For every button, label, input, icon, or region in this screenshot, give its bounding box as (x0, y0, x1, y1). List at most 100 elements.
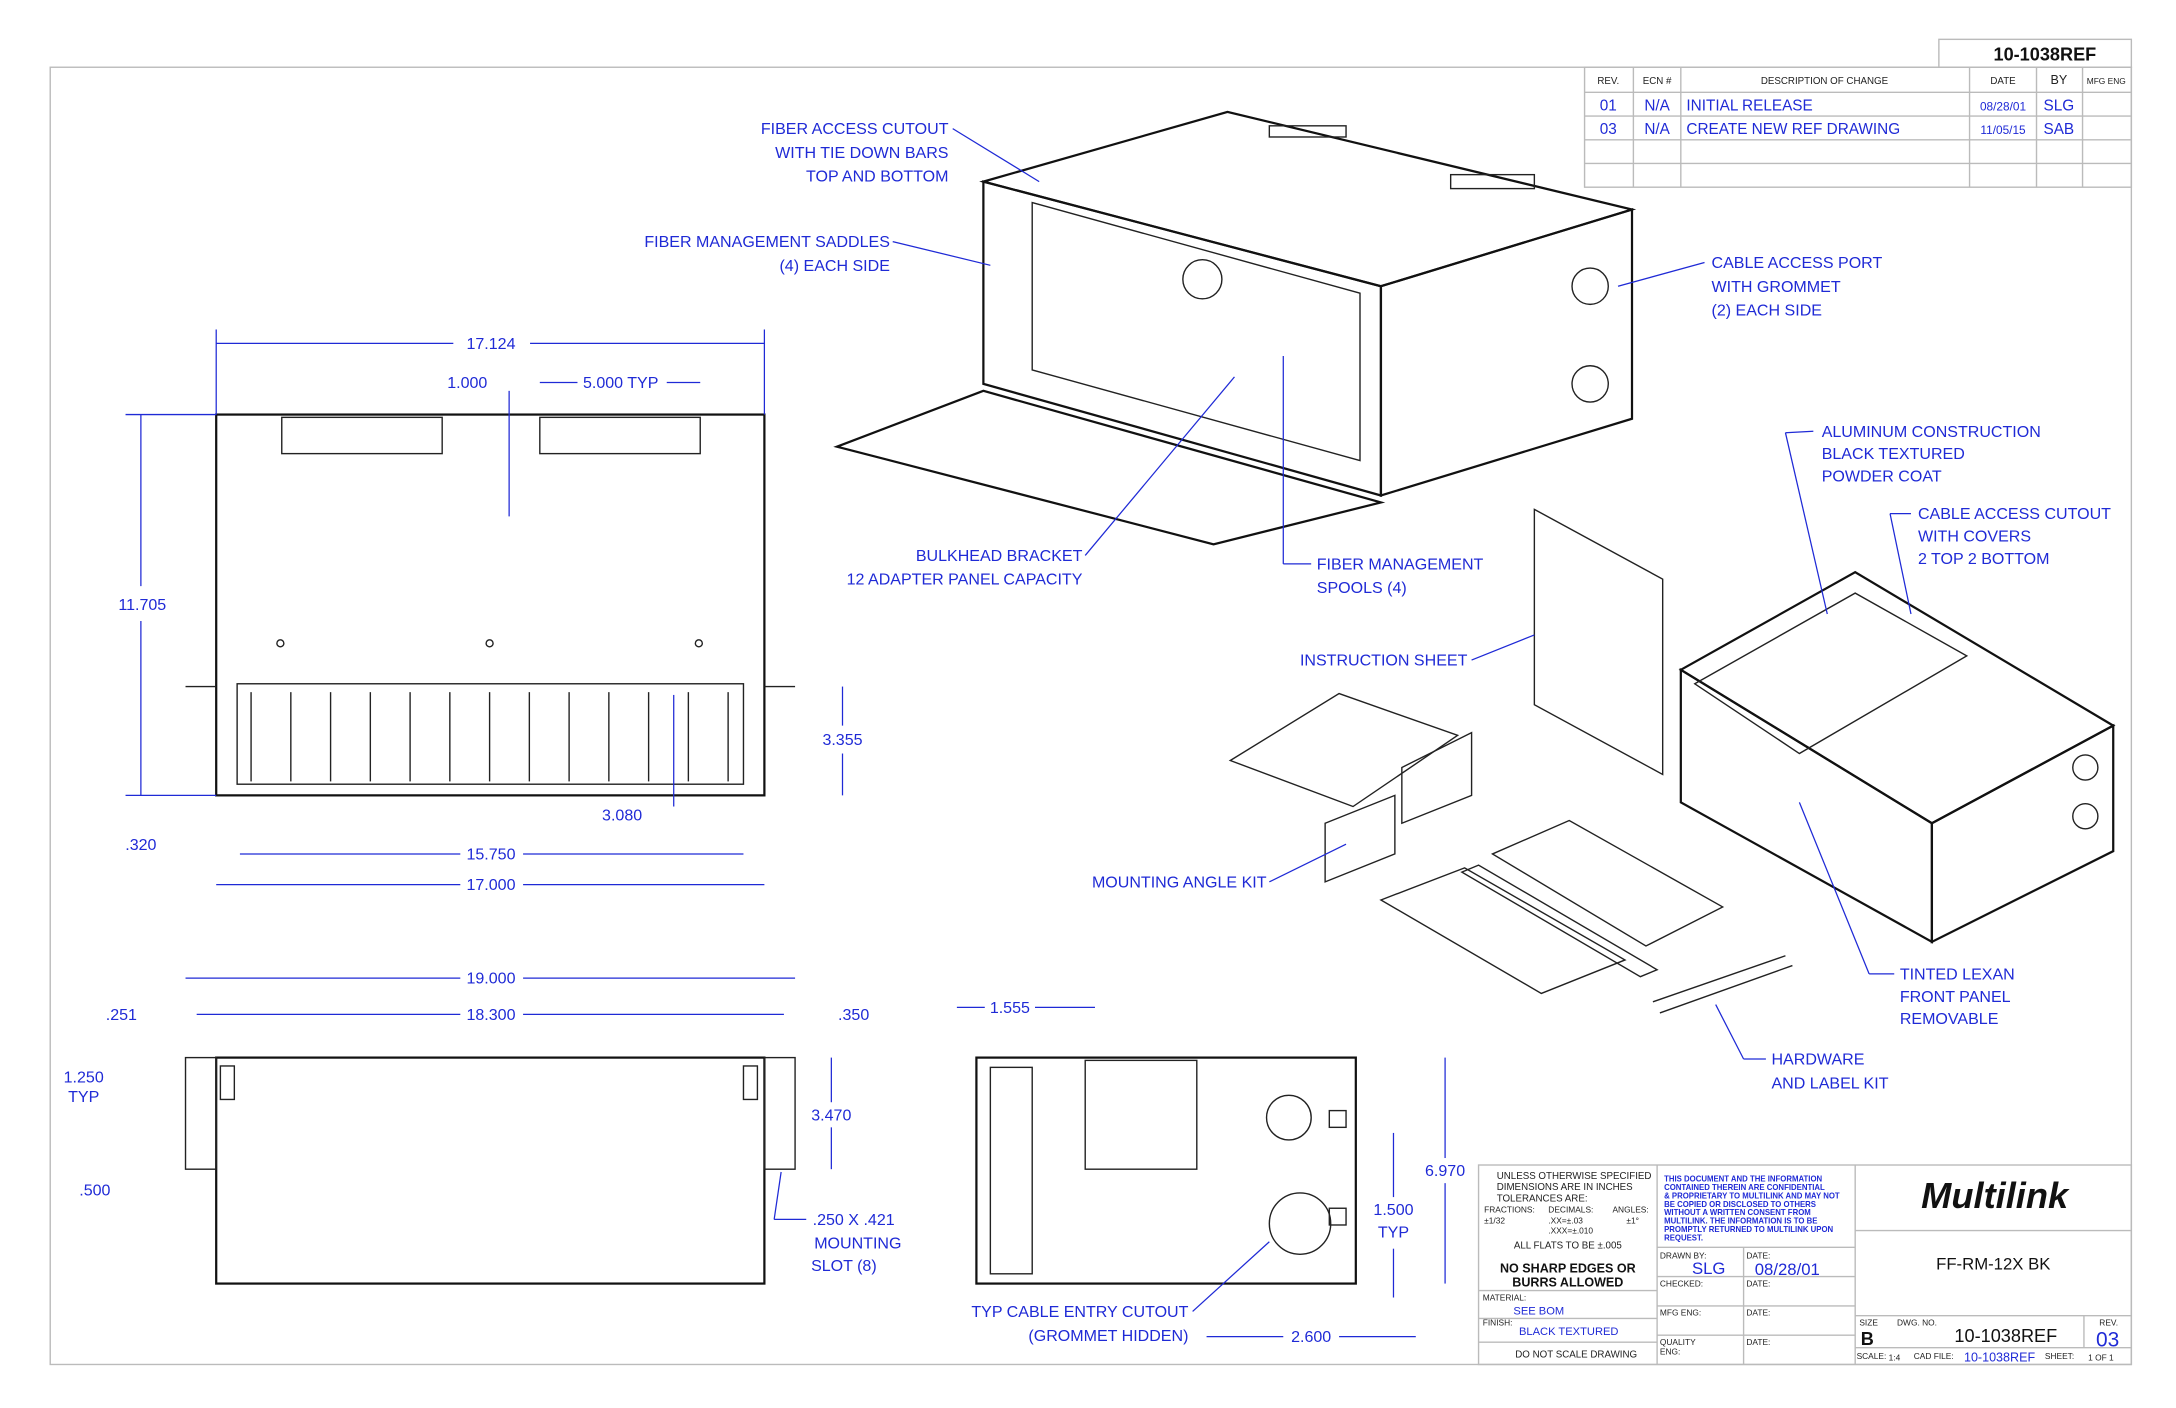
end-view (975, 1056, 1357, 1285)
rev-header: REV. (1597, 76, 1619, 87)
date-label: DATE: (1746, 1278, 1770, 1288)
quality-eng-label: ENG: (1660, 1347, 1680, 1357)
scale-label: SCALE: (1857, 1351, 1887, 1361)
confidential-line: REQUEST. (1664, 1233, 1703, 1242)
dimension-lines (125, 128, 1912, 1338)
date-cell: 08/28/01 (1980, 99, 2027, 113)
callout-cable-cutout: WITH COVERS (1918, 527, 2031, 545)
callout-saddles: (4) EACH SIDE (779, 257, 889, 275)
dim-value: 17.000 (466, 876, 515, 894)
dim-value: 6.970 (1425, 1162, 1465, 1180)
scale-value: 1:4 (1889, 1352, 1901, 1362)
callout-saddles: FIBER MANAGEMENT SADDLES (644, 233, 890, 251)
multilink-logo: Multilink (1921, 1175, 2070, 1216)
drawn-by-value: SLG (1692, 1259, 1725, 1278)
confidential-line: MULTILINK. THE INFORMATION IS TO BE (1664, 1217, 1817, 1226)
rev-cell: 03 (1600, 121, 1617, 138)
callout-aluminum: POWDER COAT (1822, 468, 1942, 486)
dim-value: .251 (106, 1006, 137, 1024)
fractions-value: ±1/32 (1484, 1216, 1505, 1226)
callout-labels: FIBER ACCESS CUTOUT WITH TIE DOWN BARS T… (644, 120, 2111, 1345)
callout-slot: MOUNTING (814, 1235, 901, 1253)
dim-value: .320 (125, 836, 156, 854)
callout-lexan: FRONT PANEL (1900, 988, 2011, 1006)
confidential-line: BE COPIED OR DISCLOSED TO OTHERS (1664, 1200, 1816, 1209)
callout-slot: SLOT (8) (811, 1257, 877, 1275)
dim-value: .350 (838, 1006, 869, 1024)
callout-slot: .250 X .421 (813, 1211, 895, 1229)
dim-value: 3.470 (811, 1106, 851, 1124)
do-not-scale-note: DO NOT SCALE DRAWING (1515, 1349, 1637, 1360)
callout-fiber-access: WITH TIE DOWN BARS (775, 144, 948, 162)
date-label: DATE: (1746, 1250, 1770, 1260)
confidentiality-notice: THIS DOCUMENT AND THE INFORMATION CONTAI… (1664, 1175, 1840, 1243)
confidential-line: WITHOUT A WRITTEN CONSENT FROM (1664, 1208, 1811, 1217)
front-view (185, 413, 796, 797)
dim-value: 15.750 (466, 846, 515, 864)
rev-label: REV. (2099, 1317, 2118, 1327)
dim-value: 19.000 (466, 970, 515, 988)
finish-label: FINISH: (1483, 1317, 1513, 1327)
date-cell: 11/05/15 (1980, 123, 2026, 137)
quality-eng-label: QUALITY (1660, 1337, 1696, 1347)
description-cell: CREATE NEW REF DRAWING (1686, 121, 1900, 138)
callout-cable-port: CABLE ACCESS PORT (1712, 254, 1883, 272)
callout-fiber-access: TOP AND BOTTOM (806, 168, 949, 186)
flats-note: ALL FLATS TO BE ±.005 (1514, 1241, 1623, 1252)
dimension-values: 17.124 1.000 5.000 TYP 11.705 3.355 3.08… (64, 335, 1466, 1346)
by-header: BY (2050, 73, 2067, 87)
callout-instruction-sheet: INSTRUCTION SHEET (1300, 652, 1468, 670)
decimals-label: DECIMALS: (1548, 1204, 1593, 1214)
dim-value: 3.080 (602, 806, 642, 824)
dim-value: 1.250 (64, 1069, 104, 1087)
cad-file-value: 10-1038REF (1964, 1351, 2035, 1365)
callout-spools: FIBER MANAGEMENT (1317, 555, 1484, 573)
ecn-header: ECN # (1643, 76, 1672, 87)
dim-value: 2.600 (1291, 1328, 1331, 1346)
dim-value: 17.124 (466, 335, 515, 353)
dim-value: 5.000 TYP (583, 374, 658, 392)
dim-value: 1.500 (1373, 1201, 1413, 1219)
revision-row: 03 N/A CREATE NEW REF DRAWING 11/05/15 S… (1600, 121, 2074, 138)
no-sharp-edges-note: NO SHARP EDGES OR (1500, 1261, 1636, 1275)
size-value: B (1861, 1329, 1874, 1349)
sheet-border (49, 66, 2133, 1366)
no-sharp-edges-note: BURRS ALLOWED (1512, 1275, 1623, 1289)
cad-file-label: CAD FILE: (1914, 1351, 1954, 1361)
parts-kit (1228, 508, 1793, 1014)
dwg-no-value: 10-1038REF (1954, 1326, 2057, 1346)
callout-cable-cutout: CABLE ACCESS CUTOUT (1918, 505, 2111, 523)
material-label: MATERIAL: (1483, 1292, 1527, 1302)
drawn-date-value: 08/28/01 (1755, 1260, 1820, 1279)
angles-value: ±1° (1626, 1216, 1639, 1226)
callout-aluminum: ALUMINUM CONSTRUCTION (1822, 423, 2041, 441)
description-header: DESCRIPTION OF CHANGE (1761, 76, 1889, 87)
mfg-header: MFG ENG (2087, 76, 2126, 86)
dim-value: .500 (79, 1182, 110, 1200)
dim-value: 1.555 (990, 999, 1030, 1017)
callout-hardware: AND LABEL KIT (1771, 1074, 1888, 1092)
size-label: SIZE (1859, 1317, 1878, 1327)
dim-value: TYP (68, 1088, 99, 1106)
checked-label: CHECKED: (1660, 1278, 1703, 1288)
drawn-by-label: DRAWN BY: (1660, 1250, 1707, 1260)
mfg-eng-label: MFG ENG: (1660, 1308, 1701, 1318)
dim-value: 3.355 (822, 731, 862, 749)
angles-label: ANGLES: (1612, 1204, 1648, 1214)
callout-mounting-kit: MOUNTING ANGLE KIT (1092, 873, 1267, 891)
callout-cable-cutout: 2 TOP 2 BOTTOM (1918, 550, 2050, 568)
dim-value: 18.300 (466, 1006, 515, 1024)
sheet-value: 1 OF 1 (2088, 1352, 2114, 1362)
callout-cable-entry: (GROMMET HIDDEN) (1028, 1327, 1188, 1345)
dim-value: 1.000 (447, 374, 487, 392)
tolerance-text: UNLESS OTHERWISE SPECIFIED (1497, 1171, 1652, 1182)
tolerance-text: TOLERANCES ARE: (1497, 1193, 1588, 1204)
confidential-line: CONTAINED THEREIN ARE CONFIDENTIAL (1664, 1183, 1825, 1192)
description-cell: INITIAL RELEASE (1686, 97, 1812, 114)
dwg-no-label: DWG. NO. (1897, 1317, 1937, 1327)
rev-cell: 01 (1600, 97, 1617, 114)
side-view (184, 1056, 796, 1285)
material-value: SEE BOM (1513, 1305, 1564, 1317)
tolerance-text: DIMENSIONS ARE IN INCHES (1497, 1182, 1633, 1193)
